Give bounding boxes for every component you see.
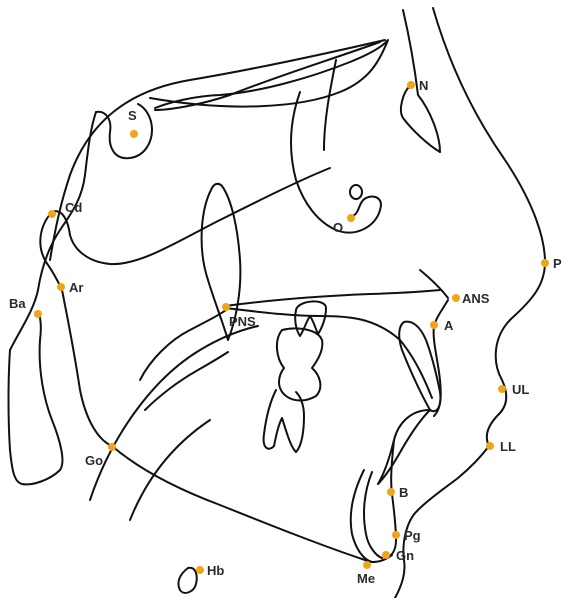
landmark-ll: LL [486,439,516,454]
landmark-go: Go [85,443,116,468]
orbit [291,92,381,233]
landmark-label: Ar [69,280,83,295]
landmark-pns: PNS [222,303,256,329]
landmark-point [222,303,230,311]
landmark-s: S [128,108,138,138]
landmark-point [382,551,390,559]
landmark-point [498,385,506,393]
lower-incisor [378,410,430,484]
hyoid-bone [178,568,196,593]
landmark-label: A [444,318,454,333]
landmark-label: S [128,108,137,123]
landmark-point [130,130,138,138]
nasal-floor [420,270,448,298]
landmark-point [48,210,56,218]
hyoid-line [130,420,210,520]
landmark-gn: Gn [382,548,414,563]
landmark-point [430,321,438,329]
landmark-label: N [419,78,428,93]
palate-lower [225,308,432,398]
landmark-label: ANS [462,291,490,306]
posterior-pharynx [140,310,226,380]
landmark-point [387,488,395,496]
landmark-label: Ba [9,296,26,311]
landmark-label: P [553,256,562,271]
lower-molar [264,390,304,452]
landmark-point [452,294,460,302]
landmark-point [407,81,415,89]
landmark-point [363,561,371,569]
landmark-ans: ANS [452,291,490,306]
landmark-label: PNS [229,314,256,329]
landmark-label: Go [85,453,103,468]
skull-vault [155,42,380,110]
palate-upper [225,290,440,306]
landmark-point [392,531,400,539]
landmark-point [57,283,65,291]
landmark-cd: Cd [48,200,82,218]
landmark-b: B [387,485,408,500]
ramus-posterior [62,290,112,446]
symphysis-inner2 [364,472,382,558]
condyle-neck [52,168,330,264]
landmark-label: Me [357,571,375,586]
orbit-foramen [350,185,362,199]
orbit-rim [324,60,336,150]
sella-turcica [96,104,152,158]
landmark-label: UL [512,382,529,397]
landmark-point [347,214,355,222]
landmark-point [108,443,116,451]
landmark-label: Hb [207,563,224,578]
landmark-point [541,259,549,267]
landmark-label: Gn [396,548,414,563]
nasal-bone [401,86,440,152]
landmark-point [196,566,204,574]
landmark-point [34,310,42,318]
soft-palate [145,352,228,410]
landmark-label: LL [500,439,516,454]
tongue-dorsum [90,326,258,500]
landmark-ar: Ar [57,280,83,295]
molar-crown [277,328,322,400]
landmark-point [486,442,494,450]
mandible-border [112,446,392,562]
symphysis-outer [386,440,396,558]
landmark-label: O [333,220,343,235]
landmark-ba: Ba [9,296,42,318]
anterior-cranial-base [150,40,388,108]
landmark-label: Cd [65,200,82,215]
landmark-me: Me [357,561,375,586]
landmark-label: Pg [404,528,421,543]
landmark-hb: Hb [196,563,224,578]
landmark-label: B [399,485,408,500]
